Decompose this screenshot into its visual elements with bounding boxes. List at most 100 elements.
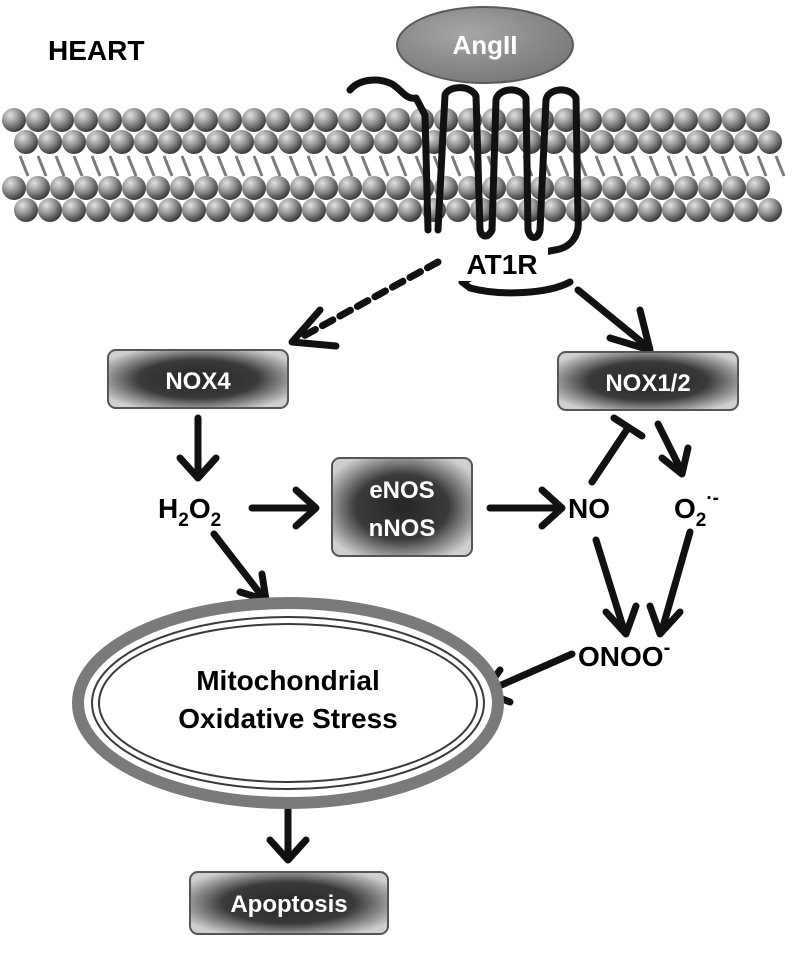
angii-label: AngII [453, 30, 518, 60]
enos-label: eNOS [369, 477, 434, 504]
membrane-bead [398, 198, 422, 222]
membrane-tail [18, 155, 30, 177]
membrane-bead [158, 198, 182, 222]
membrane-bead [578, 108, 602, 132]
membrane-bead [50, 108, 74, 132]
membrane-bead [50, 176, 74, 200]
membrane-bead [254, 130, 278, 154]
membrane-tail [648, 155, 660, 177]
mito-line2: Oxidative Stress [178, 703, 397, 734]
membrane-bead [242, 108, 266, 132]
membrane-bead [122, 108, 146, 132]
nox4-label: NOX4 [165, 368, 231, 395]
arrow-at1r-to-nox12 [574, 286, 648, 348]
membrane-bead [62, 130, 86, 154]
membrane-bead [278, 198, 302, 222]
membrane-bead [650, 176, 674, 200]
membrane-tail [666, 155, 678, 177]
membrane-tail [216, 155, 228, 177]
membrane-bead [446, 198, 470, 222]
membrane-tail [504, 155, 516, 177]
membrane-bead [758, 198, 782, 222]
membrane-bead [494, 130, 518, 154]
membrane-bead [266, 108, 290, 132]
membrane-tail [108, 155, 120, 177]
membrane-bead [710, 130, 734, 154]
membrane-bead [146, 108, 170, 132]
membrane-bead [74, 176, 98, 200]
membrane-tail [306, 155, 318, 177]
arrowhead-nox4 [288, 306, 340, 350]
membrane-bead [446, 130, 470, 154]
membrane-tail [126, 155, 138, 177]
membrane-bead [638, 198, 662, 222]
h2o2-label: H2O2 [158, 493, 221, 531]
membrane-bead [686, 198, 710, 222]
membrane-bead [266, 176, 290, 200]
membrane-bead [698, 108, 722, 132]
membrane-bead [350, 198, 374, 222]
membrane-tail [414, 155, 426, 177]
arrowhead-nox12 [606, 306, 654, 354]
membrane-bead [170, 108, 194, 132]
membrane-bead [398, 130, 422, 154]
membrane-bead [326, 198, 350, 222]
membrane-tail [594, 155, 606, 177]
membrane-bead [182, 198, 206, 222]
membrane-bead [122, 176, 146, 200]
membrane-bead [626, 108, 650, 132]
membrane-bead [374, 130, 398, 154]
membrane-bead [338, 108, 362, 132]
membrane-bead [26, 108, 50, 132]
angii-ligand [396, 6, 574, 84]
membrane-bead [734, 130, 758, 154]
membrane-bead [134, 198, 158, 222]
membrane-bead [578, 176, 602, 200]
membrane-bead [2, 108, 26, 132]
membrane-bead [290, 176, 314, 200]
membrane-bead [194, 108, 218, 132]
membrane-tail [72, 155, 84, 177]
membrane-bead [218, 108, 242, 132]
membrane-bead [602, 176, 626, 200]
membrane-bead [182, 130, 206, 154]
membrane-bead [86, 130, 110, 154]
membrane-bead [218, 176, 242, 200]
arrow-nox12-to-o2 [654, 420, 684, 472]
membrane-bead [230, 198, 254, 222]
membrane-bead [662, 198, 686, 222]
arrow-h2o2-to-mito [210, 530, 266, 600]
arrowhead-apoptosis [266, 836, 310, 864]
membrane-bead [614, 130, 638, 154]
membrane-bead [86, 198, 110, 222]
membrane-tail [360, 155, 372, 177]
membrane-tail [684, 155, 696, 177]
nnos-label: nNOS [369, 515, 436, 542]
cell-membrane [2, 108, 786, 222]
membrane-bead [746, 108, 770, 132]
membrane-bead [170, 176, 194, 200]
membrane-bead [98, 176, 122, 200]
membrane-tail [342, 155, 354, 177]
membrane-bead [470, 130, 494, 154]
membrane-bead [698, 176, 722, 200]
membrane-bead [278, 130, 302, 154]
membrane-bead [254, 198, 278, 222]
arrowhead-onoo-2 [646, 602, 684, 638]
membrane-bead [134, 130, 158, 154]
membrane-bead [638, 130, 662, 154]
membrane-tail [702, 155, 714, 177]
heart-label: HEART [48, 35, 144, 66]
membrane-bead [242, 176, 266, 200]
apoptosis-label: Apoptosis [230, 891, 347, 918]
membrane-bead [734, 198, 758, 222]
membrane-bead [362, 176, 386, 200]
membrane-tail [234, 155, 246, 177]
arrowhead-o2 [658, 444, 692, 478]
membrane-tail [738, 155, 750, 177]
membrane-tail [198, 155, 210, 177]
membrane-tail [774, 155, 786, 177]
membrane-tail [36, 155, 48, 177]
membrane-bead [746, 176, 770, 200]
